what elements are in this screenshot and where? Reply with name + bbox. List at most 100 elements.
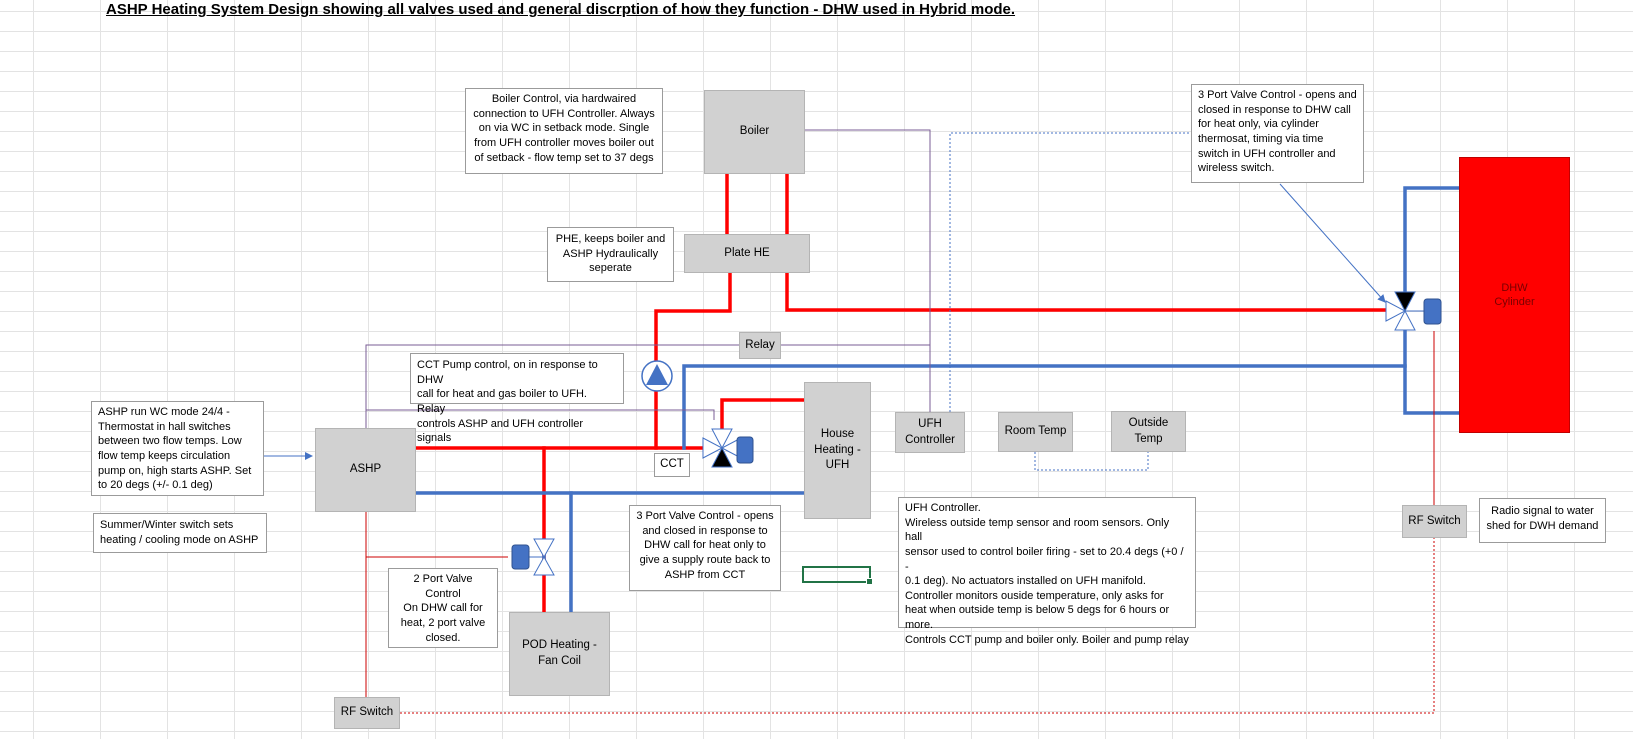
ashp-run-note: ASHP run WC mode 24/4 - Thermostat in ha…	[91, 401, 264, 496]
house-heating-ufh: House Heating - UFH	[804, 382, 871, 519]
outside-temp-line-2: Temp	[1134, 432, 1163, 445]
room-temp: Room Temp	[998, 412, 1073, 452]
cct-pump-note: CCT Pump control, on in response to DHW …	[410, 353, 624, 444]
selected-cell[interactable]	[802, 566, 873, 585]
rf-links	[365, 331, 1435, 714]
note-line: 3 Port Valve Control - opens and	[1198, 89, 1357, 101]
note-line: to 20 degs (+/- 0.1 deg)	[98, 479, 213, 492]
note-line: heating / cooling mode on ASHP	[100, 533, 259, 546]
note-line: flow temp keeps circulation	[98, 449, 231, 462]
ufh-controller-line-2: Controller	[905, 433, 955, 446]
house-heating-line-2: Heating -	[814, 443, 861, 456]
return-pipe	[1403, 186, 1461, 302]
valve-port-top	[1394, 291, 1416, 313]
note-line: CCT Pump control, on in response to DHW	[417, 359, 598, 386]
three-port-valve-lower-note: 3 Port Valve Control - opens and closed …	[629, 505, 781, 591]
note-line: controls ASHP and UFH controller signals	[417, 417, 584, 445]
note-line: Controller monitors ouside temperature, …	[905, 589, 1164, 602]
valve-port-top	[711, 428, 733, 450]
radio-signal-note: Radio signal to water shed for DWH deman…	[1479, 498, 1606, 543]
house-heating-line-3: UFH	[825, 459, 850, 472]
note-line: for heat only, via cylinder	[1198, 118, 1319, 131]
circulation-pump	[641, 360, 673, 392]
wireless-link	[949, 132, 1194, 412]
ashp: ASHP	[315, 428, 416, 512]
note-line: between two flow temps. Low	[98, 435, 242, 448]
note-line: shed for DWH demand	[1486, 519, 1599, 532]
note-line: thermosat, timing via time	[1198, 132, 1324, 145]
note-line: heat when outside temp is below 5 degs f…	[905, 604, 1170, 617]
note-line: 2 Port Valve	[413, 573, 473, 585]
outside-temp-line-1: Outside	[1128, 416, 1169, 429]
control-wire	[805, 129, 931, 412]
control-wire	[366, 409, 715, 420]
house-heating-line-1: House	[820, 428, 855, 441]
wireless-links	[949, 132, 1194, 471]
return-pipe	[682, 364, 1407, 450]
note-line: PHE, keeps boiler and	[555, 233, 666, 245]
two-port-valve-note: 2 Port Valve Control On DHW call for hea…	[388, 568, 498, 648]
note-line: more.	[905, 619, 934, 631]
note-line: Boiler Control, via hardwaired	[491, 93, 637, 105]
note-line: sensor used to control boiler firing - s…	[905, 545, 1184, 573]
return-pipe	[1403, 320, 1461, 415]
flow-pipes	[415, 172, 1390, 613]
flow-pipe	[654, 271, 732, 450]
note-line: seperate	[589, 262, 632, 275]
ufh-controller-line-1: UFH	[918, 417, 942, 430]
three-port-valve-lower	[702, 428, 754, 468]
note-line: Control	[425, 587, 461, 600]
note-line: switch in UFH controller and	[1198, 147, 1336, 160]
diagram-title: ASHP Heating System Design showing all v…	[106, 1, 1016, 18]
flow-pipe	[720, 398, 814, 440]
control-wire	[365, 344, 740, 428]
pump-icon	[646, 364, 668, 385]
summer-winter-note: Summer/Winter switch sets heating / cool…	[93, 513, 267, 553]
pod-heating-line-2: Fan Coil	[538, 655, 581, 667]
note-line: closed.	[425, 631, 461, 644]
outside-temp: Outside Temp	[1111, 411, 1186, 452]
note-line: 0.1 deg). No actuators installed on UFH …	[905, 575, 1146, 588]
note-line: Radio signal to water	[1491, 505, 1594, 517]
dhw-cylinder-line-2: Cylinder	[1494, 296, 1535, 308]
valve-port-left	[702, 437, 724, 459]
note-line: ASHP run WC mode 24/4 -	[98, 406, 230, 418]
note-line: heat, 2 port valve	[400, 616, 486, 629]
rf-switch-left: RF Switch	[334, 697, 400, 729]
pod-heating-fan-coil: POD Heating - Fan Coil	[509, 612, 610, 696]
note-line: UFH Controller.	[905, 502, 981, 514]
three-port-valve-upper-note: 3 Port Valve Control - opens and closed …	[1191, 84, 1364, 183]
pod-heating-line-1: POD Heating -	[522, 639, 597, 652]
note-line: give a supply route back to	[639, 553, 771, 566]
plate-heat-exchanger: Plate HE	[684, 234, 810, 273]
ufh-controller: UFH Controller	[895, 412, 965, 453]
note-line: and closed in response to	[642, 524, 768, 537]
note-line: Wireless outside temp sensor and room se…	[905, 516, 1170, 544]
valve-port-left	[1385, 300, 1407, 322]
note-line: Thermostat in hall switches	[98, 420, 231, 433]
note-line: call for heat and gas boiler to UFH. Rel…	[417, 388, 587, 415]
note-line: 3 Port Valve Control - opens	[636, 510, 774, 522]
note-line: wireless switch.	[1198, 162, 1275, 175]
note-line: connection to UFH Controller. Always	[473, 107, 655, 120]
valve-port-bottom	[1394, 309, 1416, 331]
flow-pipe	[785, 271, 1390, 312]
relay: Relay	[739, 332, 781, 359]
three-port-valve-upper	[1385, 291, 1442, 331]
control-wires	[365, 129, 931, 428]
rf-link	[400, 538, 1435, 714]
dhw-cylinder-line-1: DHW	[1501, 281, 1528, 294]
valve-actuator	[736, 436, 754, 464]
note-line: closed in response to DHW call	[1198, 103, 1351, 116]
wireless-link	[1034, 452, 1149, 471]
note-line: DHW call for heat only to	[644, 539, 766, 552]
cct-label: CCT	[654, 453, 690, 477]
boiler: Boiler	[704, 90, 805, 174]
two-port-valve	[511, 538, 555, 576]
note-line: pump on, high starts ASHP. Set	[98, 464, 252, 477]
arrow-to-3-port-valve	[1279, 183, 1386, 303]
phe-note: PHE, keeps boiler and ASHP Hydraulically…	[547, 227, 674, 282]
valve-actuator	[511, 544, 530, 570]
note-line: on via WC in setback mode. Single	[478, 122, 650, 135]
